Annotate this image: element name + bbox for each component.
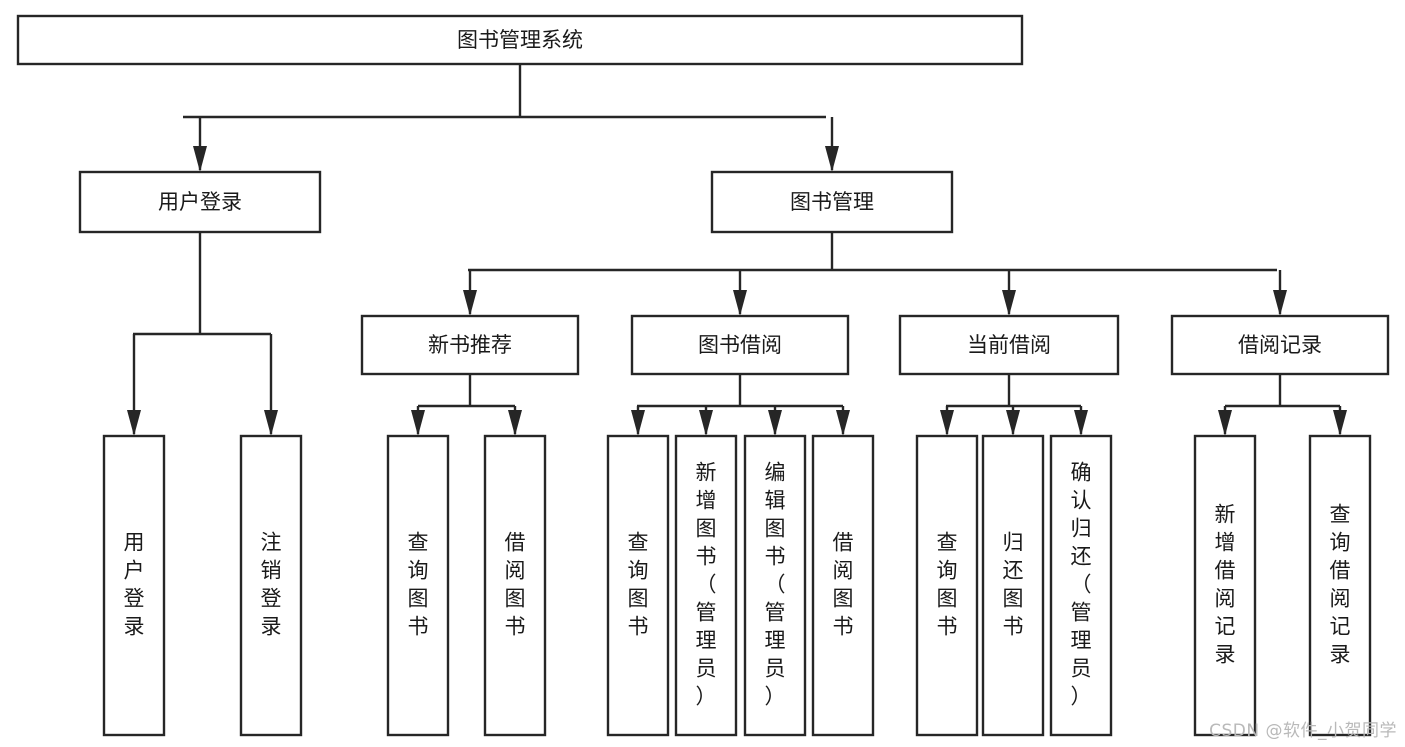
node-box-nbr-query[interactable] [386, 434, 450, 737]
node-box-user-login[interactable] [78, 170, 322, 234]
arrow-head-icon [463, 290, 477, 316]
node-box-current-borrow[interactable] [898, 314, 1120, 376]
arrow-head-icon [508, 410, 522, 436]
node-label-br-query: 查询借阅记录 [1330, 503, 1351, 667]
arrow-head-icon [264, 410, 278, 436]
arrow-head-icon [733, 290, 747, 316]
node-label-bb-borrow: 借阅图书 [833, 531, 854, 639]
node-box-cb-query[interactable] [915, 434, 979, 737]
node-label-new-book-rec: 新书推荐 [428, 333, 512, 357]
arrow-head-icon [1074, 410, 1088, 436]
arrow-head-icon [699, 410, 713, 436]
node-l2-logout-do[interactable]: 注销登录 [239, 434, 303, 737]
node-leaf-cb-return[interactable]: 归还图书 [981, 434, 1045, 737]
node-label-root: 图书管理系统 [457, 28, 583, 52]
node-label-cb-return: 归还图书 [1003, 531, 1024, 639]
node-box-bb-query[interactable] [606, 434, 670, 737]
node-label-user-login: 用户登录 [158, 190, 242, 214]
node-box-bb-borrow[interactable] [811, 434, 875, 737]
node-box-bb-add[interactable] [674, 434, 738, 737]
node-l1-book-manage[interactable]: 图书管理 [710, 170, 954, 234]
arrow-head-icon [193, 146, 207, 172]
arrow-head-icon [1333, 410, 1347, 436]
arrow-head-icon [768, 410, 782, 436]
arrow-head-icon [1006, 410, 1020, 436]
node-l2-borrow-record[interactable]: 借阅记录 [1170, 314, 1390, 376]
arrow-head-icon [127, 410, 141, 436]
node-box-root[interactable] [16, 14, 1024, 66]
node-leaf-br-query[interactable]: 查询借阅记录 [1308, 434, 1372, 737]
node-l2-new-book-rec[interactable]: 新书推荐 [360, 314, 580, 376]
nodes-layer: 图书管理系统用户登录用户登录注销登录图书管理新书推荐查询图书借阅图书图书借阅查询… [16, 14, 1390, 737]
node-leaf-bb-add[interactable]: 新增图书（管理员） [674, 434, 738, 737]
node-box-br-add[interactable] [1193, 434, 1257, 737]
arrow-head-icon [1002, 290, 1016, 316]
node-box-new-book-rec[interactable] [360, 314, 580, 376]
arrow-head-icon [825, 146, 839, 172]
node-label-cb-confirm: 确认归还（管理员） [1071, 461, 1092, 709]
node-box-br-query[interactable] [1308, 434, 1372, 737]
node-label-book-borrow: 图书借阅 [698, 333, 782, 357]
arrow-head-icon [940, 410, 954, 436]
node-l1-user-login[interactable]: 用户登录 [78, 170, 322, 234]
node-box-logout-do[interactable] [239, 434, 303, 737]
node-label-bb-edit: 编辑图书（管理员） [765, 461, 786, 709]
node-label-bb-add: 新增图书（管理员） [696, 461, 717, 709]
arrow-head-icon [836, 410, 850, 436]
node-label-current-borrow: 当前借阅 [967, 333, 1051, 357]
node-label-br-add: 新增借阅记录 [1215, 503, 1236, 667]
connectors-layer [127, 64, 1347, 436]
node-leaf-cb-confirm[interactable]: 确认归还（管理员） [1049, 434, 1113, 737]
node-l2-current-borrow[interactable]: 当前借阅 [898, 314, 1120, 376]
node-leaf-bb-borrow[interactable]: 借阅图书 [811, 434, 875, 737]
node-box-cb-return[interactable] [981, 434, 1045, 737]
node-box-book-manage[interactable] [710, 170, 954, 234]
node-label-cb-query: 查询图书 [937, 531, 958, 639]
node-l2-login-do[interactable]: 用户登录 [102, 434, 166, 737]
node-box-borrow-record[interactable] [1170, 314, 1390, 376]
node-box-cb-confirm[interactable] [1049, 434, 1113, 737]
node-box-nbr-borrow[interactable] [483, 434, 547, 737]
node-box-book-borrow[interactable] [630, 314, 850, 376]
node-label-login-do: 用户登录 [124, 531, 145, 639]
node-leaf-bb-query[interactable]: 查询图书 [606, 434, 670, 737]
node-leaf-bb-edit[interactable]: 编辑图书（管理员） [743, 434, 807, 737]
node-leaf-br-add[interactable]: 新增借阅记录 [1193, 434, 1257, 737]
node-label-logout-do: 注销登录 [261, 531, 282, 639]
arrow-head-icon [1273, 290, 1287, 316]
node-leaf-nbr-query[interactable]: 查询图书 [386, 434, 450, 737]
node-l2-book-borrow[interactable]: 图书借阅 [630, 314, 850, 376]
arrow-head-icon [1218, 410, 1232, 436]
node-label-nbr-query: 查询图书 [408, 531, 429, 639]
node-label-bb-query: 查询图书 [628, 531, 649, 639]
node-leaf-nbr-borrow[interactable]: 借阅图书 [483, 434, 547, 737]
node-label-nbr-borrow: 借阅图书 [505, 531, 526, 639]
node-root-root[interactable]: 图书管理系统 [16, 14, 1024, 66]
node-box-login-do[interactable] [102, 434, 166, 737]
node-box-bb-edit[interactable] [743, 434, 807, 737]
node-label-book-manage: 图书管理 [790, 190, 874, 214]
node-leaf-cb-query[interactable]: 查询图书 [915, 434, 979, 737]
arrow-head-icon [631, 410, 645, 436]
arrow-head-icon [411, 410, 425, 436]
node-label-borrow-record: 借阅记录 [1238, 333, 1322, 357]
